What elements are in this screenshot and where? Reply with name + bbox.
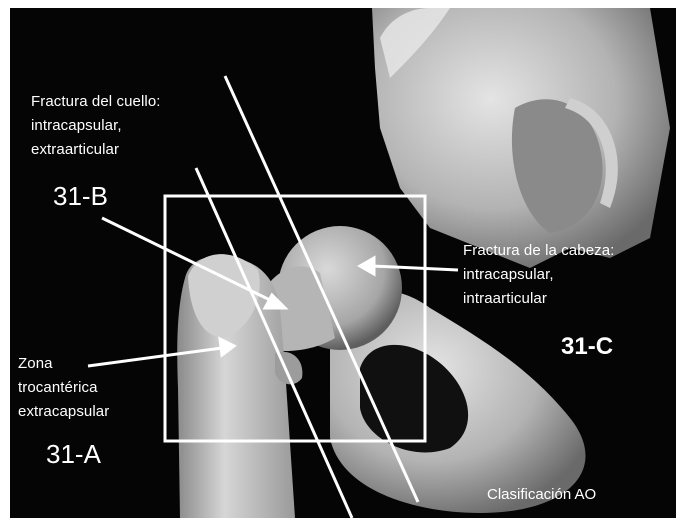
head-label-line2: intracapsular,: [463, 265, 554, 285]
head-arrow: [360, 258, 458, 274]
trochanter-label-line3: extracapsular: [18, 402, 109, 422]
trochanter-label-line1: Zona: [18, 354, 53, 374]
neck-label-line1: Fractura del cuello:: [31, 92, 161, 112]
head-label-line3: intraarticular: [463, 289, 547, 309]
bone-photo-panel: Fractura del cuello: intracapsular, extr…: [10, 8, 676, 518]
classification-caption: Clasificación AO: [487, 486, 596, 504]
trochanter-code: 31-A: [46, 440, 101, 468]
head-code: 31-C: [561, 333, 613, 361]
hip-bone-illustration: [10, 8, 676, 518]
neck-code: 31-B: [53, 182, 108, 210]
neck-label-line2: intracapsular,: [31, 116, 122, 136]
head-label-line1: Fractura de la cabeza:: [463, 241, 614, 261]
neck-label-line3: extraarticular: [31, 140, 119, 160]
trochanter-label-line2: trocantérica: [18, 378, 98, 398]
